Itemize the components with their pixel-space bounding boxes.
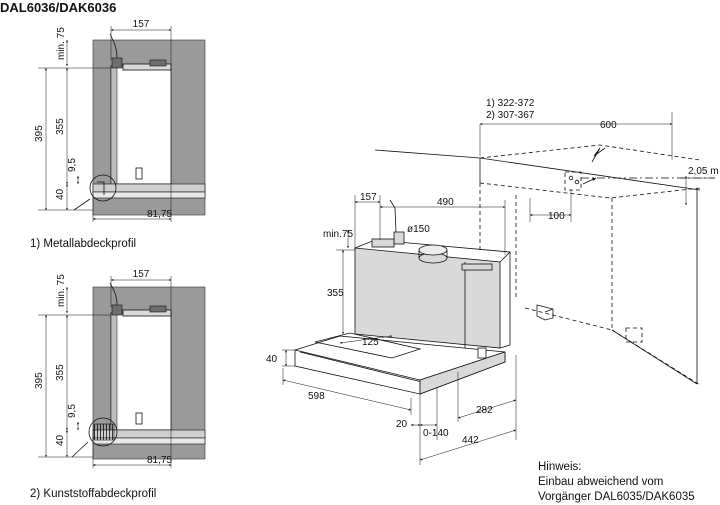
detail-circle — [88, 417, 118, 447]
side-view-metal: 157 min. 75 395 355 9,5 40 81,75 1) Meta… — [30, 19, 206, 250]
hood-body — [110, 65, 172, 185]
dim-157: 157 — [133, 19, 150, 30]
note-heading: Hinweis: — [538, 461, 581, 473]
plastic-profile — [93, 423, 115, 441]
dim-282: 282 — [476, 405, 493, 416]
dim-2-05m: 2,05 m — [688, 166, 719, 177]
dim-81-75: 81,75 — [147, 455, 172, 466]
dim-490: 490 — [437, 197, 454, 208]
dim-min75: min. 75 — [56, 274, 67, 307]
base-plate — [92, 183, 206, 193]
dim-395: 395 — [34, 125, 45, 142]
dim-157: 157 — [133, 269, 150, 280]
dim-100: 100 — [548, 211, 565, 222]
dim-442: 442 — [462, 435, 479, 446]
dim-40: 40 — [55, 434, 66, 446]
dim-40: 40 — [266, 354, 278, 365]
dim-40: 40 — [55, 188, 66, 200]
note-line-2: Vorgänger DAL6035/DAK6035 — [538, 491, 695, 503]
dim-min75: min. 75 — [56, 27, 67, 60]
electric-hazard-icon — [591, 147, 606, 163]
dim-157: 157 — [360, 192, 377, 203]
power-cable — [389, 199, 397, 233]
model-title: DAL6036/DAK6036 — [0, 0, 116, 15]
duct-connector — [111, 57, 123, 69]
caption-plastic: 2) Kunststoffabdeckprofil — [30, 488, 156, 500]
ceiling-line — [374, 149, 701, 191]
note-line-1: Einbau abweichend vom — [538, 476, 663, 488]
dim-598: 598 — [308, 391, 325, 402]
dim-600: 600 — [600, 120, 617, 131]
detail-circle — [89, 174, 117, 202]
isometric-view: 2,05 m 600 1) 322-372 2) 307-367 100 — [266, 98, 719, 465]
dim-395: 395 — [34, 372, 45, 389]
side-view-plastic: 157 min. 75 395 355 9,5 40 81,75 2) Kuns… — [30, 269, 206, 500]
dim-option-1: 1) 322-372 — [486, 98, 535, 109]
dim-option-2: 2) 307-367 — [486, 110, 535, 121]
duct-connector — [111, 304, 123, 316]
dim-355: 355 — [55, 118, 66, 135]
dim-355: 355 — [55, 364, 66, 381]
dim-81-75: 81,75 — [147, 209, 172, 220]
dim-min75: min.75 — [323, 229, 353, 240]
clamp-block — [371, 238, 395, 248]
hood-body — [110, 312, 172, 431]
dim-125: 125 — [362, 337, 379, 348]
dim-9-5: 9,5 — [67, 404, 78, 418]
mounting-foot — [536, 304, 554, 321]
dim-20: 20 — [396, 419, 408, 430]
dim-0-140: 0-140 — [423, 428, 449, 439]
caption-metal: 1) Metallabdeckprofil — [30, 238, 136, 250]
dim-150: ø150 — [407, 224, 430, 235]
socket-outline — [625, 327, 643, 343]
dim-355: 355 — [327, 288, 344, 299]
dim-9-5: 9,5 — [67, 158, 78, 172]
